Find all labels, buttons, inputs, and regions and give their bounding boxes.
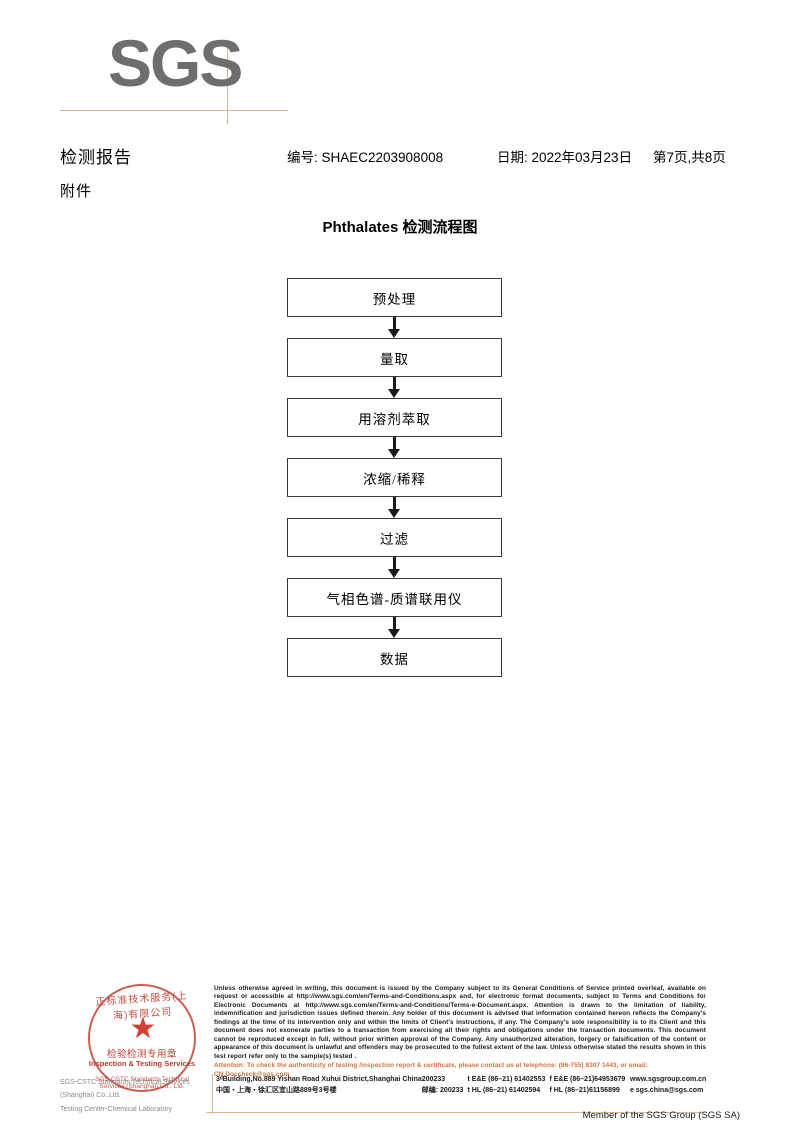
- email: e sgs.china@sgs.com: [629, 1086, 704, 1094]
- flow-arrow: [287, 557, 502, 578]
- address-cn: 中国・上海・徐汇区宜山路889号3号楼: [216, 1087, 337, 1094]
- flow-arrow: [287, 617, 502, 638]
- flow-arrow: [287, 377, 502, 398]
- postcode-en: 200233: [421, 1076, 446, 1083]
- address-rule-vertical: [212, 1074, 213, 1114]
- arrow-shaft: [393, 377, 396, 391]
- sgs-logo-text: SGS: [108, 26, 243, 100]
- page-indicator: 第7页,共8页: [653, 150, 726, 165]
- page-title: 检测报告: [60, 148, 132, 167]
- flow-step-filtration: 过滤: [287, 518, 502, 557]
- flow-step-label: 浓缩/稀释: [363, 471, 426, 487]
- table-row: 中国・上海・徐汇区宜山路889号3号楼 邮编: 200233 t HL (86–…: [216, 1084, 716, 1096]
- laboratory-name: SGS-CSTC Standards Technical Services (S…: [60, 1076, 220, 1116]
- flow-step-label: 量取: [380, 351, 409, 367]
- seal-circle: [88, 984, 196, 1092]
- fax-ee: f E&E (86–21)64953679: [549, 1076, 626, 1083]
- flow-step-concentration-dilution: 浓缩/稀释: [287, 458, 502, 497]
- postcode-cn: 邮编: 200233: [421, 1087, 464, 1094]
- telephone-hl: t HL (86–21) 61402594: [467, 1086, 541, 1094]
- logo-rule-vertical: [227, 42, 228, 124]
- flowchart-title: Phthalates 检测流程图: [322, 219, 478, 236]
- seal-entity-name: SGS-CSTC Standards Technical Services (S…: [95, 1076, 189, 1090]
- flow-step-pretreatment: 预处理: [287, 278, 502, 317]
- sgs-logo: SGS: [60, 30, 290, 124]
- flow-step-solvent-extraction: 用溶剂萃取: [287, 398, 502, 437]
- seal-cn-label: 检验检测专用章: [106, 1049, 177, 1060]
- logo-rule-horizontal: [60, 110, 288, 111]
- flow-step-label: 过滤: [380, 531, 409, 547]
- fax-hl: f HL (86–21)61156899: [549, 1086, 620, 1094]
- address-rule-horizontal: [206, 1112, 706, 1113]
- legal-body-text: Unless otherwise agreed in writing, this…: [214, 985, 706, 1060]
- website: www.sgsgroup.com.cn: [629, 1076, 707, 1083]
- legal-disclaimer: Unless otherwise agreed in writing, this…: [214, 985, 706, 1079]
- arrow-head-icon: [388, 629, 400, 638]
- attachment-label: 附件: [60, 183, 93, 200]
- flow-step-gcms: 气相色谱-质谱联用仪: [287, 578, 502, 617]
- arrow-head-icon: [388, 389, 400, 398]
- arrow-head-icon: [388, 569, 400, 578]
- flow-arrow: [287, 317, 502, 338]
- arrow-shaft: [393, 317, 396, 331]
- flowchart: 预处理 量取 用溶剂萃取 浓缩/稀释 过滤 气相色谱-质谱联用仪 数据: [287, 278, 504, 677]
- arrow-head-icon: [388, 509, 400, 518]
- flow-step-label: 气相色谱-质谱联用仪: [326, 591, 463, 607]
- arrow-shaft: [393, 497, 396, 511]
- flow-step-data: 数据: [287, 638, 502, 677]
- arrow-shaft: [393, 617, 396, 631]
- page-footer: 正标准技术服务(上海)有限公司 ★ 检验检测专用章 Inspection & T…: [0, 975, 800, 1131]
- flow-step-label: 预处理: [372, 291, 417, 307]
- company-seal-stamp: 正标准技术服务(上海)有限公司 ★ 检验检测专用章 Inspection & T…: [84, 980, 202, 1098]
- table-row: 3ᵈBuilding,No.889 Yishan Road Xuhui Dist…: [216, 1075, 716, 1084]
- contact-address-table: 3ᵈBuilding,No.889 Yishan Road Xuhui Dist…: [216, 1075, 716, 1096]
- legal-attention-text: Attention: To check the authenticity of …: [214, 1062, 648, 1078]
- arrow-head-icon: [388, 449, 400, 458]
- document-header: 检测报告 编号: SHAEC2203908008 日期: 2022年03月23日…: [60, 143, 760, 167]
- report-number: 编号: SHAEC2203908008: [287, 150, 444, 165]
- sgs-group-member-line: Member of the SGS Group (SGS SA): [582, 1110, 740, 1121]
- seal-en-label: Inspection & Testing Services: [88, 1059, 196, 1068]
- star-icon: ★: [129, 1012, 157, 1045]
- flow-step-label: 用溶剂萃取: [358, 411, 431, 427]
- telephone-ee: t E&E (86–21) 61402553: [467, 1076, 546, 1083]
- flow-step-measure: 量取: [287, 338, 502, 377]
- arrow-shaft: [393, 437, 396, 451]
- flow-arrow: [287, 437, 502, 458]
- address-en: 3ᵈBuilding,No.889 Yishan Road Xuhui Dist…: [216, 1076, 422, 1083]
- arrow-shaft: [393, 557, 396, 571]
- arrow-head-icon: [388, 329, 400, 338]
- report-date: 日期: 2022年03月23日: [497, 150, 633, 165]
- laboratory-name-line1: SGS-CSTC Standards Technical Services (S…: [60, 1079, 190, 1100]
- laboratory-name-line2: Testing Center-Chemical Laboratory: [60, 1105, 173, 1113]
- flow-step-label: 数据: [380, 651, 409, 667]
- flow-arrow: [287, 497, 502, 518]
